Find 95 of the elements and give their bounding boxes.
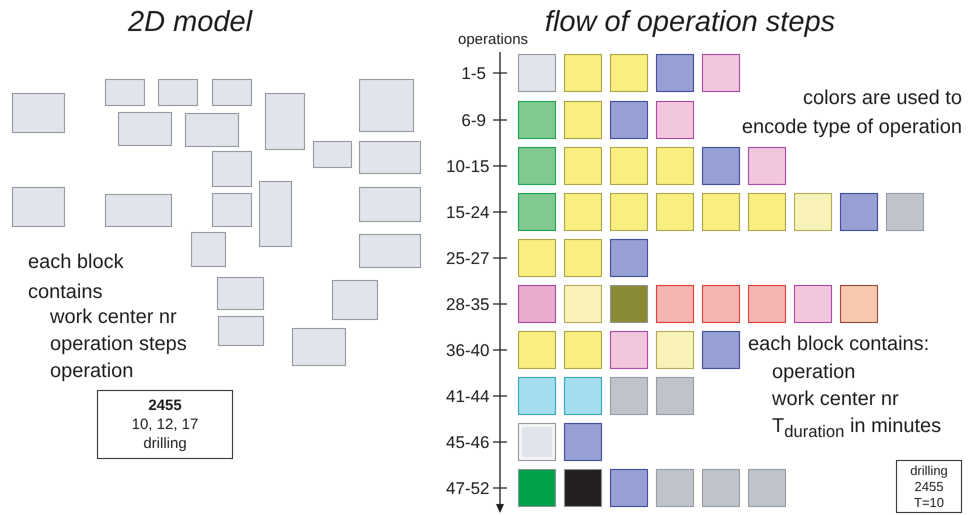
operation-block [564, 469, 602, 507]
operation-block [564, 331, 602, 369]
work-center-block [212, 193, 252, 227]
operation-block [656, 193, 694, 231]
operation-block [702, 193, 740, 231]
work-center-block [217, 277, 264, 310]
operation-block [518, 377, 556, 415]
heading: 2D model [128, 6, 252, 39]
work-center-block [218, 316, 264, 346]
work-center-block [265, 93, 305, 150]
block-text: T=10 [914, 494, 944, 510]
operation-block [702, 54, 740, 92]
operation-block [564, 193, 602, 231]
operation-block [702, 147, 740, 185]
operation-block [518, 147, 556, 185]
operation-block [748, 469, 786, 507]
operation-block [840, 193, 878, 231]
operation-block [656, 469, 694, 507]
axis-label: 1-5 [460, 63, 486, 85]
note-text: work center nr [772, 387, 899, 411]
operation-block [518, 54, 556, 92]
operation-block [564, 377, 602, 415]
note-text: each block contains: [748, 332, 930, 356]
operation-block [610, 377, 648, 415]
operation-block [518, 101, 556, 139]
note-text: operation [50, 359, 134, 383]
note-text: operation [772, 360, 856, 384]
operation-block [748, 193, 786, 231]
operation-block [610, 239, 648, 277]
work-center-block [185, 113, 239, 147]
work-center-block [158, 79, 198, 106]
operation-block [748, 147, 786, 185]
operation-block [702, 285, 740, 323]
axis-title: operations [458, 30, 528, 50]
operation-block [702, 331, 740, 369]
block-text: 10, 12, 17 [132, 415, 198, 434]
work-center-block [259, 181, 292, 247]
operation-block [794, 193, 832, 231]
operation-block [564, 101, 602, 139]
work-center-block [292, 328, 346, 366]
operation-block [518, 239, 556, 277]
example-block [97, 390, 233, 459]
work-center-block [12, 187, 65, 227]
operation-block [610, 285, 648, 323]
operation-block [748, 285, 786, 323]
block-text: drilling [143, 434, 187, 453]
operation-block [656, 331, 694, 369]
work-center-block [105, 194, 172, 227]
operation-block [656, 285, 694, 323]
work-center-block [332, 280, 378, 320]
note-text: work center nr [50, 305, 177, 329]
operation-block [656, 377, 694, 415]
operation-block [518, 285, 556, 323]
operation-block [610, 101, 648, 139]
work-center-block [118, 112, 172, 146]
work-center-number: 2455 [148, 396, 182, 415]
operation-block [564, 54, 602, 92]
note-text: T$_{duration}$ in minutes [772, 414, 942, 443]
operation-block [656, 147, 694, 185]
operation-block [564, 285, 602, 323]
operation-block [610, 193, 648, 231]
operation-block [518, 469, 556, 507]
work-center-block [313, 141, 352, 168]
operation-block [564, 239, 602, 277]
note-text: colors are used to encode type of operation [740, 86, 962, 140]
operation-block [610, 147, 648, 185]
block-text: 2455 [914, 478, 944, 494]
operation-block [656, 101, 694, 139]
operation-block [610, 469, 648, 507]
operation-block [886, 193, 924, 231]
work-center-block [212, 151, 252, 187]
operation-block [564, 147, 602, 185]
work-center-block [359, 141, 421, 174]
operation-block [702, 469, 740, 507]
operation-block [518, 423, 556, 461]
work-center-block [359, 187, 421, 222]
operation-block [610, 331, 648, 369]
note-text: operation steps [50, 332, 187, 356]
work-center-block [359, 234, 421, 268]
work-center-block [191, 232, 226, 267]
operation-block [518, 193, 556, 231]
work-center-block [105, 79, 145, 106]
operation-block [794, 285, 832, 323]
axis-label: 6-9 [460, 110, 486, 132]
operation-block [610, 54, 648, 92]
work-center-block [212, 79, 252, 106]
work-center-block [12, 93, 65, 133]
operation-block [518, 331, 556, 369]
operation-block [564, 423, 602, 461]
block-text: drilling [910, 462, 948, 478]
operation-block [656, 54, 694, 92]
example-block [896, 460, 962, 513]
operation-block [840, 285, 878, 323]
work-center-block [359, 79, 414, 132]
heading: flow of operation steps [544, 6, 836, 39]
